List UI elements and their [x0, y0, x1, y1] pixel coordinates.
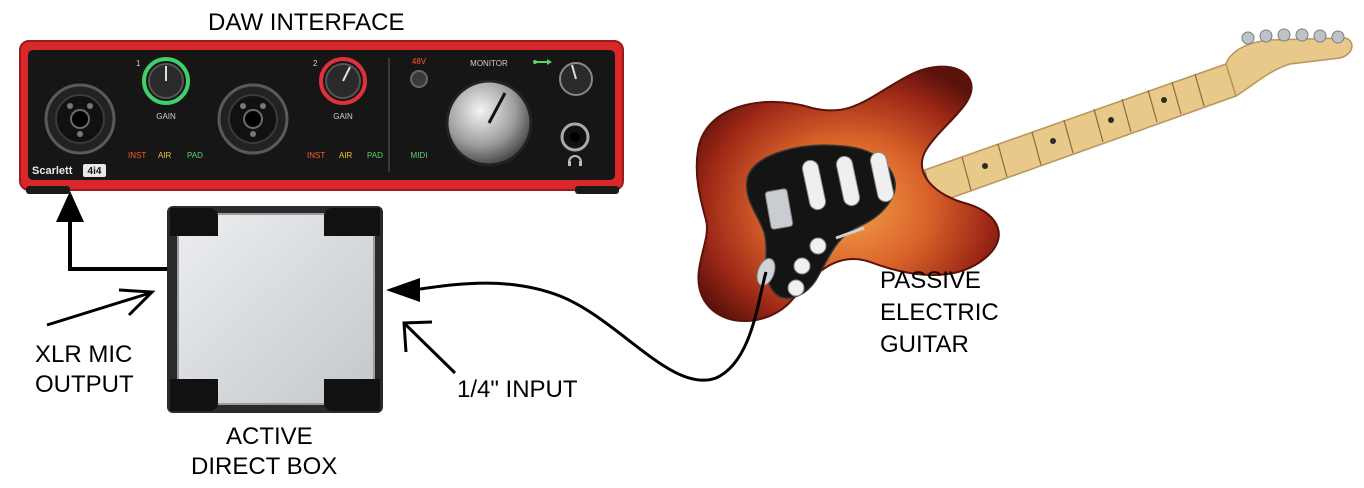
xlr-pointer-arrow	[46, 288, 156, 327]
direct-box-label-line-2: DIRECT BOX	[191, 453, 338, 480]
xlr-label-line-1: XLR MIC	[35, 341, 133, 368]
gain-knob-2-icon	[319, 57, 367, 105]
xlr-arrowhead	[56, 191, 84, 222]
channel-1-number: 1	[136, 59, 141, 68]
headphone-jack-icon	[560, 122, 590, 166]
guitar-label-line-3: GUITAR	[880, 331, 969, 358]
midi-label: MIDI	[411, 151, 428, 160]
model-label: 4i4	[88, 166, 102, 177]
input-label: 1/4" INPUT	[457, 376, 578, 403]
combo-input-1-icon	[44, 83, 116, 155]
channel-2-number: 2	[313, 59, 318, 68]
gain-label-2: GAIN	[333, 112, 353, 121]
monitor-label: MONITOR	[470, 59, 508, 68]
input-pointer-arrow	[402, 320, 457, 375]
xlr-label-line-2: OUTPUT	[35, 371, 134, 398]
headphone-level-knob-icon	[559, 62, 593, 96]
input-arrowhead	[386, 278, 420, 302]
inst-label-2: INST	[307, 151, 325, 160]
guitar-label-line-2: ELECTRIC	[880, 299, 999, 326]
direct-box	[167, 206, 383, 413]
electric-guitar	[695, 28, 1353, 322]
model-badge	[83, 164, 106, 177]
gain-knob-1-icon	[142, 57, 190, 105]
daw-interface-label: DAW INTERFACE	[208, 9, 405, 36]
phantom-power-button-icon	[410, 70, 428, 88]
air-label-2: AIR	[339, 151, 353, 160]
pad-label-1: PAD	[187, 151, 203, 160]
usb-icon	[533, 59, 552, 65]
phantom-48v-label: 48V	[412, 57, 427, 66]
inst-label-1: INST	[128, 151, 146, 160]
monitor-knob-icon	[445, 79, 533, 167]
gain-label-1: GAIN	[156, 112, 176, 121]
pad-label-2: PAD	[367, 151, 383, 160]
direct-box-label-line-1: ACTIVE	[226, 423, 313, 450]
xlr-signal-line	[68, 222, 167, 271]
air-label-1: AIR	[158, 151, 172, 160]
guitar-cable	[419, 271, 768, 382]
audio-interface: 1 2 GAIN GAIN INST AIR PAD INST AIR PAD …	[19, 40, 624, 194]
brand-label: Scarlett	[32, 165, 73, 177]
combo-input-2-icon	[217, 83, 289, 155]
guitar-label-line-1: PASSIVE	[880, 267, 981, 294]
